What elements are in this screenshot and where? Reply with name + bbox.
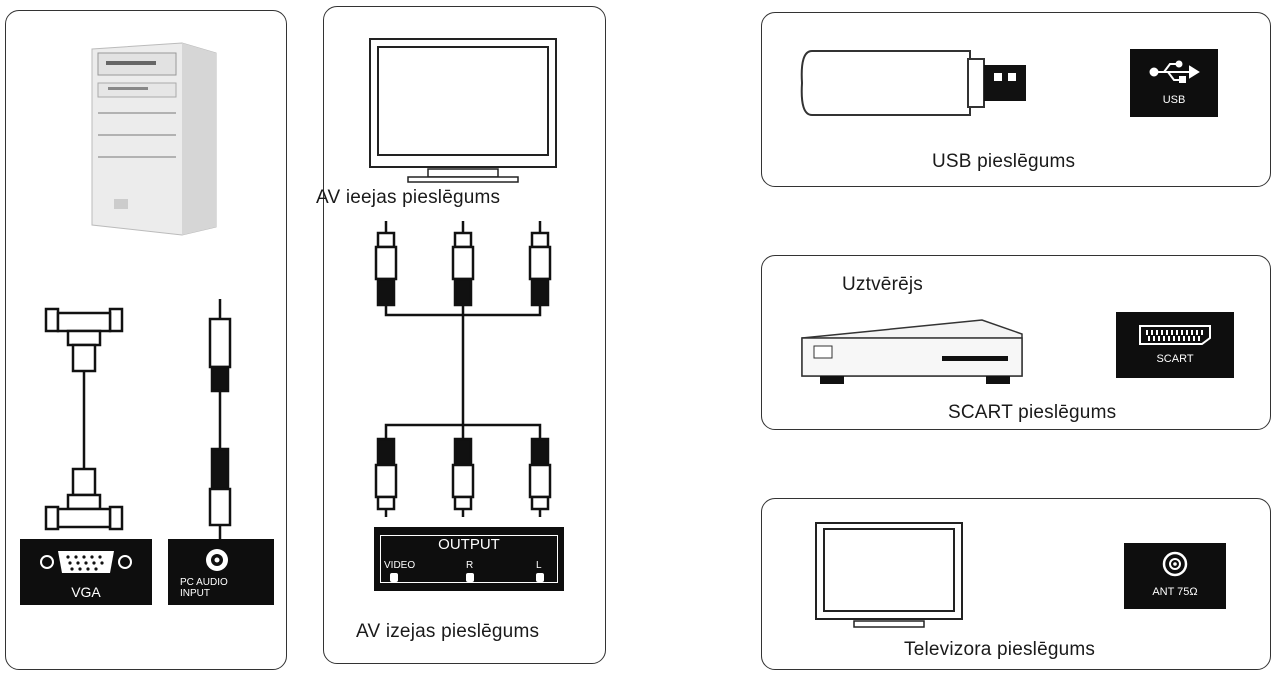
scart-connector-icon (1139, 325, 1211, 345)
video-jack (390, 573, 398, 582)
tv-caption: Televizora pieslēgums (904, 639, 1096, 660)
pc-tower-icon (91, 42, 217, 236)
scart-port: SCART (1116, 312, 1234, 378)
pc-audio-port: PC AUDIO INPUT (168, 539, 274, 605)
usb-flash-drive-icon (800, 50, 1026, 116)
monitor-icon (369, 38, 557, 183)
receiver-box-icon (801, 319, 1023, 384)
av-output-inner-frame (380, 535, 558, 583)
usb-symbol-icon (1149, 60, 1200, 83)
coaxial-connector-icon (1162, 551, 1188, 577)
r-label: R (466, 560, 474, 571)
vga-port-label: VGA (71, 584, 101, 600)
scart-connection-panel: Uztvērējs SCART SCART pieslēgums (761, 255, 1271, 430)
usb-caption: USB pieslēgums (932, 151, 1076, 172)
l-jack (536, 573, 544, 582)
pc-connection-panel: VGA PC AUDIO INPUT (5, 10, 287, 670)
television-icon (815, 522, 963, 628)
scart-port-label: SCART (1156, 353, 1194, 365)
r-jack (466, 573, 474, 582)
vga-cable-icon (44, 307, 124, 531)
vga-port: VGA (20, 539, 152, 605)
av-input-caption: AV ieejas pieslēgums (316, 187, 501, 208)
audio-cable-icon (208, 299, 232, 545)
antenna-port-label: ANT 75Ω (1152, 586, 1198, 598)
tv-connection-panel: ANT 75Ω Televizora pieslēgums (761, 498, 1271, 670)
usb-connection-panel: USB USB pieslēgums (761, 12, 1271, 187)
l-label: L (536, 560, 542, 571)
antenna-port: ANT 75Ω (1124, 543, 1226, 609)
usb-port: USB (1130, 49, 1218, 117)
scart-caption: SCART pieslēgums (948, 402, 1117, 423)
rca-cables-icon (374, 221, 552, 517)
av-connection-panel: AV ieejas pieslēgums (316, 6, 606, 664)
usb-port-label: USB (1162, 94, 1186, 106)
av-output-caption: AV izejas pieslēgums (356, 621, 540, 642)
video-label: VIDEO (384, 560, 416, 571)
output-label: OUTPUT (424, 537, 514, 552)
audio-jack-icon (206, 549, 228, 571)
av-output-port: OUTPUT VIDEO R L (374, 527, 564, 591)
pc-audio-port-label: PC AUDIO INPUT (180, 577, 228, 599)
vga-connector-icon (40, 551, 132, 573)
receiver-caption: Uztvērējs (842, 274, 923, 295)
